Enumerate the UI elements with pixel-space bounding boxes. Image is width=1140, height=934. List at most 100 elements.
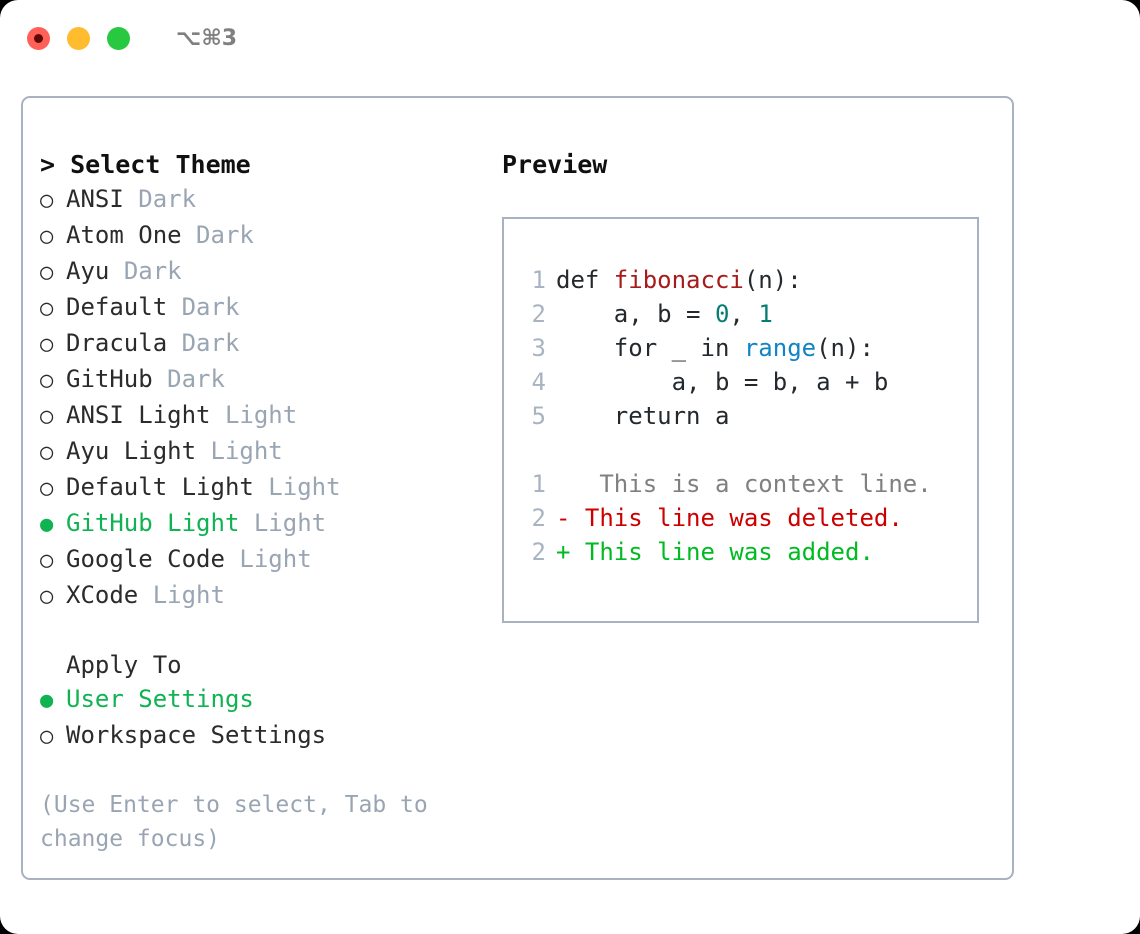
diff-line-number: 2 <box>531 538 546 566</box>
title-bar: ⌥⌘3 <box>0 0 1140 76</box>
theme-variant-tag: Light <box>224 401 298 429</box>
close-button[interactable] <box>27 26 50 50</box>
code-token-plain: (n): <box>743 266 802 294</box>
diff-marker: - <box>556 504 571 532</box>
theme-option-label: Default <box>66 293 168 321</box>
theme-variant-tag: Light <box>268 473 341 501</box>
label-tag-separator <box>225 542 239 576</box>
label-tag-separator <box>124 182 138 216</box>
theme-variant-tag: Dark <box>123 257 182 285</box>
code-line: 1 def fibonacci(n): <box>516 263 977 297</box>
radio-unselected-icon: ○ <box>40 332 54 357</box>
theme-option-label: ANSI <box>66 185 124 213</box>
theme-option-github-light[interactable]: ● GitHub Light Light <box>40 506 480 542</box>
theme-option-xcode[interactable]: ○ XCode Light <box>40 578 480 614</box>
code-line: 2 a, b = 0, 1 <box>516 297 977 331</box>
code-line-number: 2 <box>531 300 546 328</box>
theme-option-label: Ayu <box>66 257 110 285</box>
theme-option-google-code[interactable]: ○ Google Code Light <box>40 542 480 578</box>
code-token-fn: fibonacci <box>613 266 744 294</box>
label-tag-separator <box>138 578 152 612</box>
code-line-number: 1 <box>531 266 546 294</box>
theme-option-ansi-light[interactable]: ○ANSI Light Light <box>40 398 480 434</box>
diff-sample: 1 This is a context line. 2- This line wa… <box>516 467 977 569</box>
diff-line-deleted: 2- This line was deleted. <box>516 501 977 535</box>
theme-variant-tag: Light <box>152 581 225 609</box>
label-tag-separator <box>109 254 123 288</box>
radio-unselected-icon: ○ <box>40 548 54 573</box>
maximize-button[interactable] <box>107 26 130 50</box>
theme-variant-tag: Light <box>253 509 327 537</box>
content-panel: > Select Theme ○ANSI Dark○Atom One Dark○… <box>21 96 1014 880</box>
radio-unselected-icon: ○ <box>40 440 54 465</box>
theme-variant-tag: Dark <box>167 365 225 393</box>
code-token-plain: a, b = <box>556 300 715 328</box>
code-line-number: 4 <box>531 368 546 396</box>
apply-to-option-workspace-settings[interactable]: ○Workspace Settings <box>40 718 480 754</box>
label-tag-separator <box>239 506 253 540</box>
theme-option-label: Ayu Light <box>66 437 197 465</box>
theme-option-label: XCode <box>66 581 139 609</box>
theme-option-list: ○ANSI Dark○Atom One Dark○Ayu Dark○Defaul… <box>40 182 480 614</box>
label-tag-separator <box>167 290 181 324</box>
minimize-button[interactable] <box>67 26 90 50</box>
label-tag-separator <box>196 434 210 468</box>
preview-header: Preview <box>502 150 608 179</box>
diff-marker: + <box>556 538 571 566</box>
code-token-plain: for _ in <box>556 334 744 362</box>
theme-option-label: Default Light <box>66 473 254 501</box>
code-line: 5 return a <box>516 399 977 433</box>
theme-option-dracula[interactable]: ○Dracula Dark <box>40 326 480 362</box>
code-diff-spacer <box>516 433 977 467</box>
radio-unselected-icon: ○ <box>40 188 54 213</box>
code-token-plain: return a <box>556 402 730 430</box>
diff-line-number: 2 <box>531 504 546 532</box>
diff-marker <box>556 467 570 501</box>
radio-selected-icon: ● <box>40 512 54 537</box>
radio-unselected-icon: ○ <box>40 724 54 749</box>
theme-option-ayu[interactable]: ○Ayu Dark <box>40 254 480 290</box>
keyboard-hint: (Use Enter to select, Tab to change focu… <box>40 792 428 852</box>
theme-option-ayu-light[interactable]: ○ Ayu Light Light <box>40 434 480 470</box>
theme-option-github[interactable]: ○ GitHub Dark <box>40 362 480 398</box>
code-token-plain: def <box>556 266 614 294</box>
radio-unselected-icon: ○ <box>40 296 54 321</box>
theme-option-label: GitHub Light <box>66 509 240 537</box>
diff-text: This line was deleted. <box>570 504 903 532</box>
code-token-num: 1 <box>758 300 773 328</box>
theme-option-atom-one[interactable]: ○ Atom One Dark <box>40 218 480 254</box>
radio-selected-icon: ● <box>40 688 54 713</box>
apply-to-option-user-settings[interactable]: ●User Settings <box>40 682 480 718</box>
label-tag-separator <box>211 398 225 432</box>
diff-text: This is a context line. <box>570 470 932 498</box>
radio-unselected-icon: ○ <box>40 368 54 393</box>
diff-line-added: 2+ This line was added. <box>516 535 977 569</box>
spacer <box>40 614 480 648</box>
diff-line-number: 1 <box>531 470 546 498</box>
theme-variant-tag: Dark <box>181 293 240 321</box>
theme-variant-tag: Light <box>210 437 283 465</box>
theme-variant-tag: Dark <box>181 329 240 357</box>
theme-option-label: Google Code <box>66 545 225 573</box>
theme-variant-tag: Light <box>239 545 312 573</box>
window-controls <box>27 26 130 50</box>
theme-option-label: GitHub <box>66 365 153 393</box>
theme-option-default[interactable]: ○ Default Dark <box>40 290 480 326</box>
theme-option-label: ANSI Light <box>66 401 211 429</box>
apply-to-header: Apply To <box>66 651 182 679</box>
theme-option-ansi[interactable]: ○ ANSI Dark <box>40 182 480 218</box>
label-tag-separator <box>167 326 181 360</box>
theme-variant-tag: Dark <box>138 185 197 213</box>
code-token-call: range <box>743 334 817 362</box>
theme-variant-tag: Dark <box>196 221 254 249</box>
radio-unselected-icon: ○ <box>40 584 54 609</box>
theme-option-label: Atom One <box>66 221 182 249</box>
theme-option-default-light[interactable]: ○Default Light Light <box>40 470 480 506</box>
code-token-plain: a, b = b, a + b <box>556 368 889 396</box>
radio-unselected-icon: ○ <box>40 224 54 249</box>
code-line-number: 5 <box>531 402 546 430</box>
